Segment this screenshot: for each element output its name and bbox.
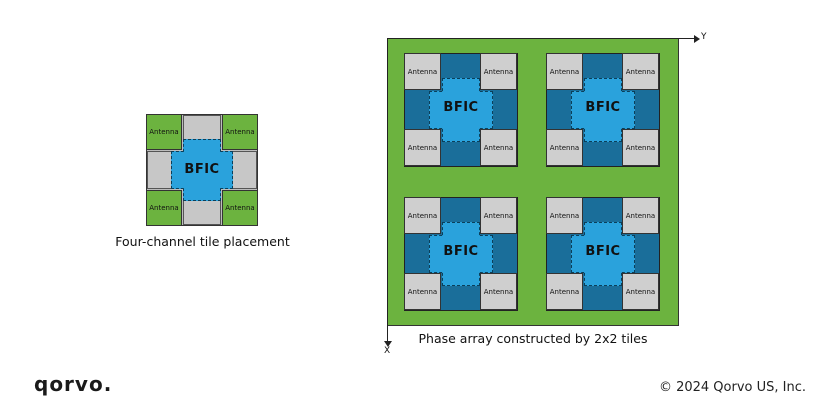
antenna-bottom-left: Antenna [146,190,182,226]
antenna-top-right: Antenna [622,53,659,90]
bfic-label: BFIC [443,244,479,259]
bfic-fill [172,152,232,188]
copyright-text: © 2024 Qorvo US, Inc. [658,380,806,395]
antenna-bottom-right: Antenna [480,129,517,166]
antenna-bottom-left: Antenna [546,129,583,166]
antenna-top-left: Antenna [404,197,441,234]
antenna-top-left: Antenna [546,197,583,234]
antenna-bottom-left: Antenna [546,273,583,310]
four-channel-tile: BFIC Antenna Antenna Antenna Antenna [146,114,258,226]
bfic-fill [585,223,621,285]
y-axis-line [387,38,695,39]
antenna-top-left: Antenna [546,53,583,90]
antenna-top-right: Antenna [222,114,258,150]
qorvo-logo: qorvo. [34,372,113,396]
antenna-top-right: Antenna [480,197,517,234]
antenna-top-right: Antenna [480,53,517,90]
antenna-bottom-left: Antenna [404,273,441,310]
antenna-bottom-right: Antenna [480,273,517,310]
x-axis-line [387,38,388,342]
antenna-top-right: Antenna [622,197,659,234]
bfic-label: BFIC [585,244,621,259]
antenna-bottom-left: Antenna [404,129,441,166]
antenna-bottom-right: Antenna [622,129,659,166]
small-tile-caption: Four-channel tile placement [115,234,290,249]
bfic-label: BFIC [443,100,479,115]
bfic-fill [585,79,621,141]
x-axis-label: X [384,346,391,356]
x-axis-arrow-icon [384,341,392,347]
antenna-top-left: Antenna [146,114,182,150]
bfic-fill [443,79,479,141]
y-axis-label: Y [701,32,707,42]
antenna-top-left: Antenna [404,53,441,90]
bfic-label: BFIC [585,100,621,115]
array-caption: Phase array constructed by 2x2 tiles [418,331,648,346]
y-axis-arrow-icon [694,35,700,43]
bfic-label: BFIC [184,162,220,177]
antenna-bottom-right: Antenna [622,273,659,310]
bfic-fill [443,223,479,285]
antenna-bottom-right: Antenna [222,190,258,226]
